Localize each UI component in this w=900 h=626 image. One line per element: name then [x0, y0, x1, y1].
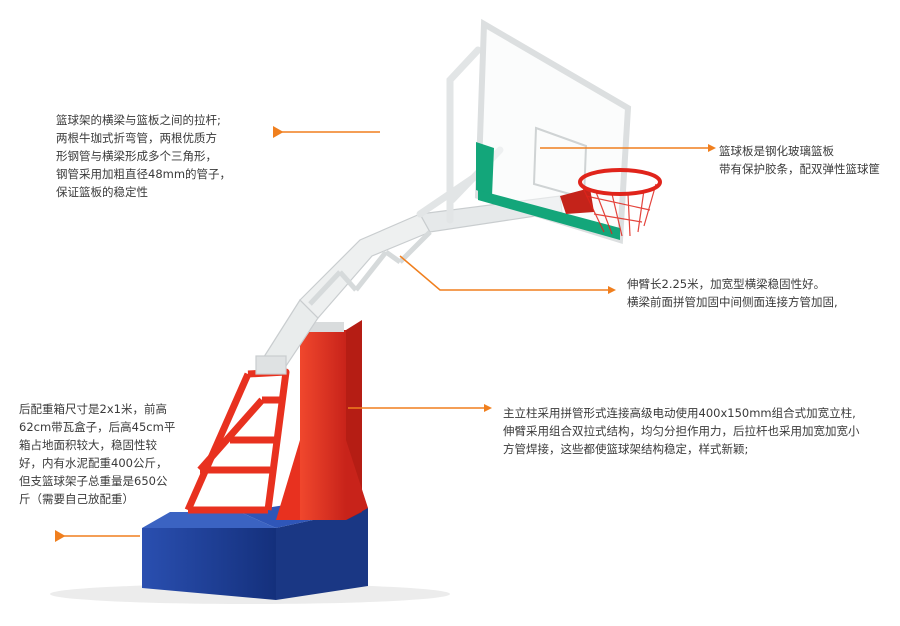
- callout-line: 箱占地面积较大，稳固性较: [19, 438, 157, 452]
- callout-column-text: 主立柱采用拼管形式连接高级电动使用400x150mm组合式加宽立柱, 伸臂采用组…: [503, 404, 860, 458]
- callout-line: 篮球板是钢化玻璃篮板: [719, 144, 834, 158]
- backboard: [474, 18, 632, 244]
- callout-line: 带有保护胶条，配双弹性篮球筐: [719, 162, 880, 176]
- arrow-arm: [399, 255, 608, 291]
- callout-crossbeam-text: 篮球架的横梁与篮板之间的拉杆; 两根牛珈式折弯管，两根优质方 形钢管与横梁形成多…: [56, 111, 231, 201]
- callout-line: 横梁前面拼管加固中间侧面连接方管加固,: [627, 295, 838, 309]
- callout-line: 形钢管与横梁形成多个三角形，: [56, 149, 217, 163]
- callout-line: 后配重箱尺寸是2x1米，前高: [19, 402, 167, 416]
- callout-line: 62cm带瓦盒子，后高45cm平: [19, 420, 176, 434]
- main-column: [276, 320, 368, 520]
- hoop: [560, 168, 662, 237]
- callout-line: 钢管采用加粗直径48mm的管子，: [56, 167, 232, 181]
- callout-line: 篮球架的横梁与篮板之间的拉杆;: [56, 113, 221, 127]
- callout-line: 保证篮板的稳定性: [56, 185, 148, 199]
- callout-arrows: [55, 126, 716, 542]
- callout-line: 伸臂长2.25米，加宽型横梁稳固性好。: [627, 277, 826, 291]
- callout-line: 斤（需要自己放配重）: [19, 492, 134, 506]
- counterweight-base: [142, 498, 368, 600]
- callout-line: 主立柱采用拼管形式连接高级电动使用400x150mm组合式加宽立柱,: [503, 406, 856, 420]
- callout-line: 方管焊接，这些都使篮球架结构稳定，样式新颖;: [503, 442, 749, 456]
- callout-line: 好，内有水泥配重400公斤，: [19, 456, 168, 470]
- callout-line: 但支篮球架子总重量是650公: [19, 474, 168, 488]
- callout-arm-text: 伸臂长2.25米，加宽型横梁稳固性好。 横梁前面拼管加固中间侧面连接方管加固,: [627, 275, 838, 311]
- callout-base-text: 后配重箱尺寸是2x1米，前高 62cm带瓦盒子，后高45cm平 箱占地面积较大，…: [19, 400, 175, 508]
- callout-line: 两根牛珈式折弯管，两根优质方: [56, 131, 217, 145]
- callout-backboard-text: 篮球板是钢化玻璃篮板 带有保护胶条，配双弹性篮球筐: [719, 142, 880, 178]
- rear-brace: [184, 368, 290, 514]
- callout-line: 伸臂采用组合双拉式结构，均匀分担作用力，后拉杆也采用加宽加宽小: [503, 424, 860, 438]
